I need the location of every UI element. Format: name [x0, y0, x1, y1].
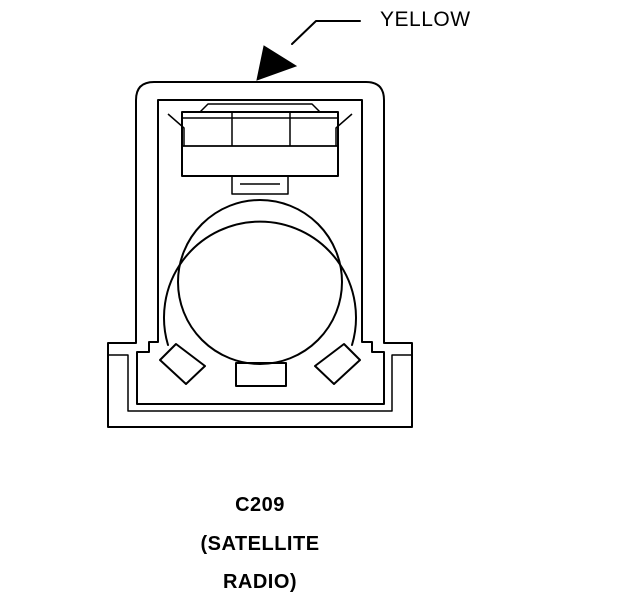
connector-inner-body [136, 99, 385, 405]
latch-block [167, 103, 353, 177]
keying-tabs [159, 343, 361, 385]
connector-description-line1: (SATELLITE [200, 533, 320, 555]
connector-description-line2: RADIO) [222, 571, 298, 593]
color-callout-label: YELLOW [380, 8, 471, 31]
latch-neck [231, 175, 289, 195]
connector-id-label: C209 [235, 494, 285, 516]
connector-lower-frame [108, 354, 412, 412]
center-key-slot [235, 362, 287, 387]
callout-arrowhead [256, 45, 298, 81]
connector-housing-outline [107, 81, 413, 428]
terminal-cavity [163, 199, 357, 365]
callout-leader [256, 20, 361, 81]
